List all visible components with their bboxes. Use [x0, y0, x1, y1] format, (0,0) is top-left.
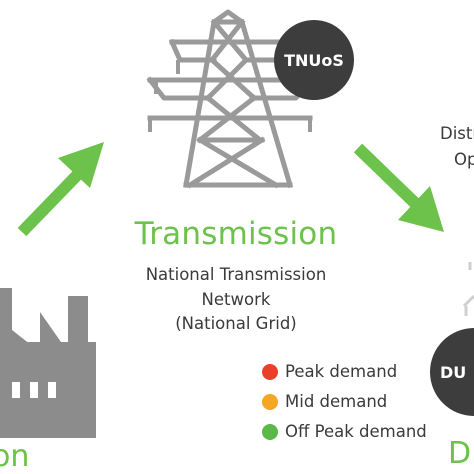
- legend-item-peak: Peak demand: [262, 362, 397, 381]
- transmission-title: Transmission: [134, 216, 338, 252]
- distribution-operator-line: Distr: [440, 124, 474, 143]
- mid-dot-icon: [262, 393, 278, 410]
- house-icon: [462, 262, 474, 316]
- offpeak-dot-icon: [262, 423, 278, 440]
- transmission-subtitle-line: Network: [201, 290, 271, 309]
- distribution-label: D: [448, 436, 472, 471]
- tnuos-badge: [274, 20, 354, 100]
- duos-badge-label: DU: [440, 363, 466, 382]
- transmission-subtitle-line: National Transmission: [145, 265, 327, 284]
- legend-label: Off Peak demand: [285, 422, 427, 441]
- arrow-up-right-icon: [17, 142, 104, 237]
- transmission-subtitle-line: (National Grid): [175, 314, 297, 333]
- generation-label: on: [0, 439, 30, 474]
- legend-item-offpeak: Off Peak demand: [262, 422, 427, 441]
- peak-dot-icon: [262, 363, 278, 380]
- tnuos-badge-label: TNUoS: [284, 51, 344, 70]
- duos-badge: [430, 328, 474, 416]
- legend-label: Peak demand: [285, 362, 398, 381]
- arrow-down-right-icon: [353, 143, 444, 232]
- distribution-operator-line: Op: [454, 150, 474, 169]
- legend-item-mid: Mid demand: [262, 392, 387, 411]
- legend-label: Mid demand: [285, 392, 388, 411]
- factory-icon: [0, 288, 96, 438]
